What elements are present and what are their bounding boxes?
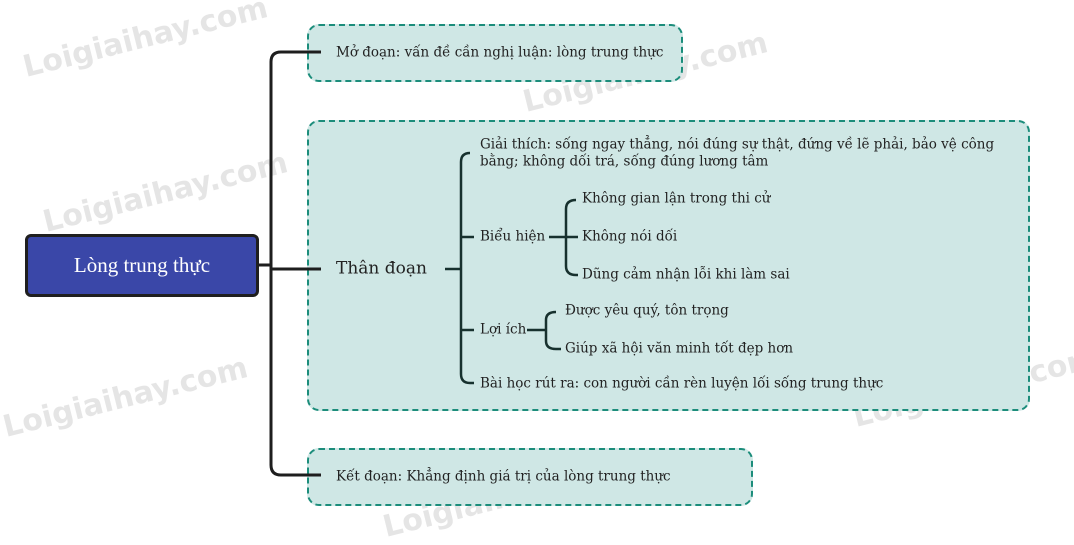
than-doan-node[interactable]: Thân đoạn: [336, 258, 427, 279]
bieu-hien-item[interactable]: Dũng cảm nhận lỗi khi làm sai: [582, 266, 790, 283]
bieu-hien-node[interactable]: Biểu hiện: [480, 228, 546, 245]
bieu-hien-item[interactable]: Không gian lận trong thi cử: [582, 190, 771, 207]
bai-hoc-node[interactable]: Bài học rút ra: con người cần rèn luyện …: [480, 375, 884, 392]
giai-thich-line1[interactable]: Giải thích: sống ngay thẳng, nói đúng sự…: [480, 136, 995, 153]
connector-lines: [258, 50, 578, 477]
bieu-hien-item[interactable]: Không nói dối: [582, 228, 678, 245]
root-label: Lòng trung thực: [73, 253, 211, 277]
root-node[interactable]: Lòng trung thực: [25, 234, 259, 297]
giai-thich-line2[interactable]: bằng; không dối trá, sống đúng lương tâm: [480, 153, 769, 170]
mo-doan-node[interactable]: Mở đoạn: vấn đề cần nghị luận: lòng trun…: [336, 44, 664, 61]
loi-ich-item[interactable]: Giúp xã hội văn minh tốt đẹp hơn: [565, 340, 794, 357]
ket-doan-node[interactable]: Kết đoạn: Khẳng định giá trị của lòng tr…: [336, 468, 671, 485]
mo-doan-box: [307, 24, 683, 82]
loi-ich-node[interactable]: Lợi ích: [480, 321, 527, 338]
ket-doan-box: [307, 448, 753, 506]
loi-ich-item[interactable]: Được yêu quý, tôn trọng: [565, 302, 729, 319]
than-doan-box: [307, 120, 1030, 411]
